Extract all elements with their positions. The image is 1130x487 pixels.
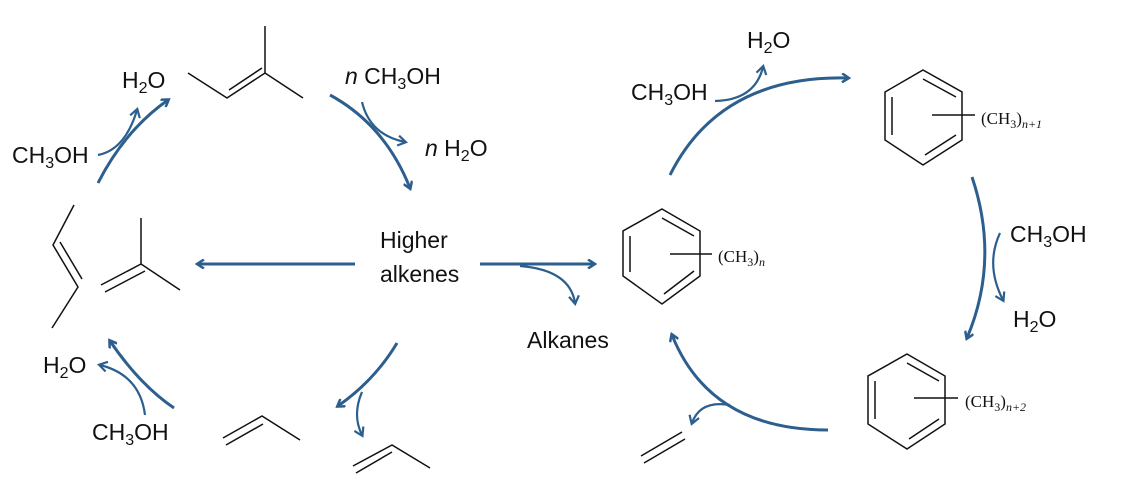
- label-higher-alkenes-1: Higher: [380, 227, 448, 253]
- label-h2o-top-left: H2O: [122, 67, 165, 97]
- side-arrow-methanol-right: [992, 232, 1006, 303]
- arrow-to-pentene: [96, 100, 168, 184]
- label-ch3oh-bottom-left: CH3OH: [92, 419, 169, 449]
- molecule-2-methyl-2-butene: [187, 26, 304, 99]
- arrow-to-propene: [338, 342, 399, 406]
- label-h2o-right-top: H2O: [747, 27, 790, 57]
- molecule-propene-2: [352, 444, 431, 474]
- molecule-2-butene: [51, 204, 83, 329]
- arrow-propene-to-butene: [110, 341, 175, 410]
- label-n-h2o: n H2O: [425, 135, 488, 165]
- molecule-methylbenzene-n-plus-2: (CH3)n+2: [867, 353, 1026, 450]
- label-alkanes: Alkanes: [527, 327, 609, 353]
- side-arrow-alkanes: [519, 264, 580, 307]
- label-ch3oh-right: CH3OH: [1010, 221, 1087, 251]
- arrow-dealkylation: [672, 335, 829, 432]
- molecule-methylbenzene-n: (CH3)n: [622, 208, 765, 305]
- label-h2o-bottom-left: H2O: [43, 352, 86, 382]
- side-arrow-methanol-top: [714, 64, 768, 103]
- label-ch3-n: (CH3)n: [718, 247, 765, 269]
- molecule-isobutene: [100, 218, 181, 293]
- label-n-ch3oh: n CH3OH: [345, 63, 441, 93]
- side-arrow-bottom-methanol: [97, 360, 147, 416]
- label-ch3-n-plus-2: (CH3)n+2: [965, 392, 1026, 414]
- side-arrow-ethylene: [688, 403, 731, 426]
- arrow-methylation: [329, 93, 410, 188]
- side-arrow-methanol-to-water: [97, 107, 141, 157]
- label-ch3oh-top-left: CH3OH: [12, 142, 89, 172]
- label-ch3-n-plus-1: (CH3)n+1: [981, 109, 1042, 131]
- molecule-ethylene: [640, 431, 686, 464]
- arrow-methylation-2: [967, 176, 987, 338]
- side-arrow-propene: [353, 391, 365, 438]
- right-cycle-arrows: [668, 64, 1006, 432]
- label-h2o-right: H2O: [1013, 306, 1056, 336]
- side-arrow-n-methanol: [360, 101, 409, 147]
- molecule-propene-1: [222, 415, 301, 446]
- molecule-methylbenzene-n-plus-1: (CH3)n+1: [884, 69, 1042, 166]
- arrow-methylation-1: [668, 78, 848, 176]
- label-ch3oh-right-top: CH3OH: [631, 79, 708, 109]
- left-cycle-arrows: [96, 93, 594, 438]
- label-higher-alkenes-2: alkenes: [380, 261, 459, 287]
